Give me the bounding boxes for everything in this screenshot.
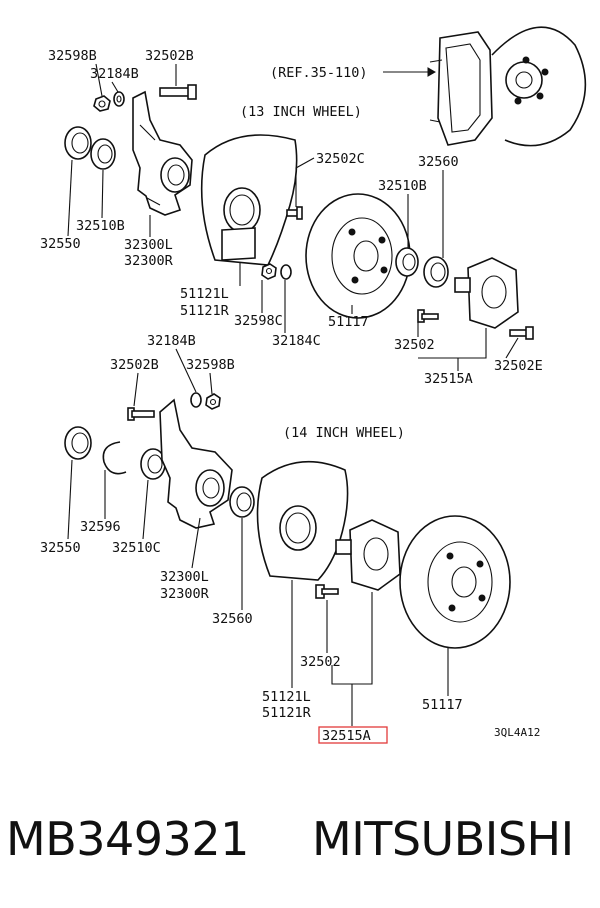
label-32300l-13: 32300L: [124, 237, 173, 253]
bolt-32502-14: [315, 584, 339, 599]
wheel-hub-32515a-14: [335, 519, 401, 591]
section-13-inch-title: (13 INCH WHEEL): [240, 104, 362, 120]
manufacturer-name: MITSUBISHI: [312, 812, 574, 866]
leader-lines-13: [67, 63, 519, 371]
nut-32598b-14: [205, 393, 221, 410]
label-32184b-14: 32184B: [147, 333, 196, 349]
ref-arrow: [427, 67, 437, 77]
oil-seal-32550-14: [64, 426, 92, 460]
part-number: MB349321: [6, 812, 249, 866]
nut-32598c-13: [261, 263, 277, 280]
label-32598b-13: 32598B: [48, 48, 97, 64]
label-32300r-14: 32300R: [160, 586, 210, 602]
bearing-32560-14: [229, 486, 255, 518]
label-32502e-13: 32502E: [494, 358, 543, 374]
section-14-inch-title: (14 INCH WHEEL): [283, 425, 405, 441]
bearing-32510b-13: [90, 138, 116, 170]
bolt-32502b-14: [127, 407, 155, 421]
dust-shield-14: [256, 460, 349, 581]
washer-32184c-13: [280, 264, 292, 280]
footer: MB349321 MITSUBISHI: [0, 800, 600, 880]
figure-code: 3QL4A12: [494, 726, 540, 739]
label-32596-14: 32596: [80, 519, 121, 535]
label-51121r-14: 51121R: [262, 705, 312, 721]
steering-knuckle-14: [159, 398, 233, 529]
label-32598c-13: 32598C: [234, 313, 283, 329]
label-32550-13: 32550: [40, 236, 81, 252]
bearing-32510b-outer-13: [395, 247, 419, 277]
bolt-32502-13: [417, 309, 439, 323]
bolt-32502b-13: [159, 84, 197, 100]
label-51121r-13: 51121R: [180, 303, 230, 319]
label-32515a-14: 32515A: [322, 728, 371, 744]
label-32184b-13: 32184B: [90, 66, 139, 82]
label-32510c-14: 32510C: [112, 540, 161, 556]
washer-32184b-13: [113, 91, 125, 107]
label-51117-13: 51117: [328, 314, 369, 330]
snap-ring-32596-14: [102, 441, 127, 475]
label-32502b-14: 32502B: [110, 357, 159, 373]
wheel-hub-32515a-13: [454, 257, 519, 329]
nut-32598b-13: [93, 95, 111, 112]
bearing-32560-13: [423, 256, 449, 288]
label-32550-14: 32550: [40, 540, 81, 556]
label-32560-14: 32560: [212, 611, 253, 627]
label-32560-13: 32560: [418, 154, 459, 170]
label-32300l-14: 32300L: [160, 569, 209, 585]
label-32598b-14: 32598B: [186, 357, 235, 373]
label-32515a-13: 32515A: [424, 371, 473, 387]
ref-note: (REF.35-110): [270, 65, 368, 81]
label-32502-14: 32502: [300, 654, 341, 670]
bolt-32502c-13: [286, 206, 303, 220]
part-highlight-box: [318, 726, 388, 744]
label-32502b-13: 32502B: [145, 48, 194, 64]
label-32502c-13: 32502C: [316, 151, 365, 167]
label-32510b-outer-13: 32510B: [378, 178, 427, 194]
label-32502-13: 32502: [394, 337, 435, 353]
label-32300r-13: 32300R: [124, 253, 174, 269]
steering-knuckle-13: [132, 90, 193, 216]
brake-rotor-51117-13: [305, 193, 411, 319]
oil-seal-32550-13: [64, 126, 92, 160]
label-32510b-13: 32510B: [76, 218, 125, 234]
label-51117-14: 51117: [422, 697, 463, 713]
label-51121l-14: 51121L: [262, 689, 311, 705]
leader-lines-14: [67, 348, 449, 726]
caliper-reference-illustration: [429, 26, 587, 147]
dust-shield-13: [200, 134, 298, 266]
label-32184c-13: 32184C: [272, 333, 321, 349]
washer-32184b-14: [190, 392, 202, 408]
bolt-32502e-13: [509, 326, 534, 340]
brake-rotor-51117-14: [399, 515, 511, 649]
label-51121l-13: 51121L: [180, 286, 229, 302]
